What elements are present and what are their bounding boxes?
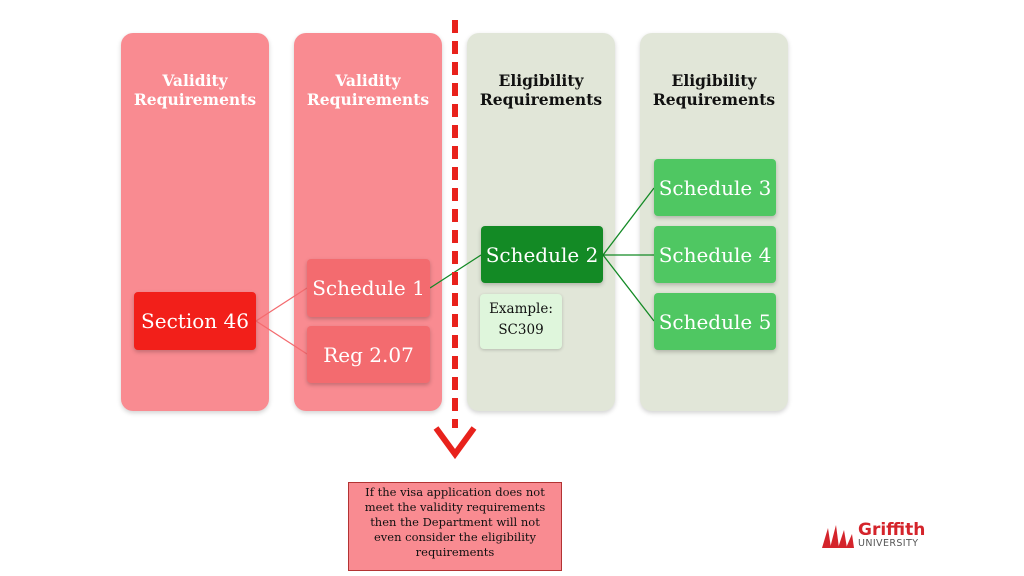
divider-arrow-head xyxy=(433,426,477,460)
column-title: Eligibility Requirements xyxy=(640,71,788,109)
note-box: If the visa application does not meet th… xyxy=(348,482,562,571)
schedule-3-node: Schedule 3 xyxy=(654,159,776,216)
griffith-logo: Griffith UNIVERSITY xyxy=(820,520,926,550)
logo-subtitle: UNIVERSITY xyxy=(858,538,919,549)
logo-wordmark: Griffith xyxy=(858,520,926,540)
column-title-line1: Eligibility xyxy=(671,71,757,90)
example-box: Example: SC309 xyxy=(480,294,562,349)
section-46-node: Section 46 xyxy=(134,292,256,350)
column-title-line1: Validity xyxy=(162,71,228,90)
note-line: requirements xyxy=(415,545,495,559)
column-title-line2: Requirements xyxy=(652,90,776,109)
column-title: Validity Requirements xyxy=(294,71,442,109)
link-schedule2-schedule5 xyxy=(602,254,655,322)
note-line: then the Department will not xyxy=(370,515,540,529)
reg-2-07-node: Reg 2.07 xyxy=(307,326,430,383)
note-line: If the visa application does not xyxy=(365,485,545,499)
column-title-line1: Validity xyxy=(335,71,401,90)
link-section46-reg207 xyxy=(255,320,308,355)
note-line: meet the validity requirements xyxy=(364,500,546,514)
example-value: SC309 xyxy=(498,322,544,338)
schedule-2-node: Schedule 2 xyxy=(481,226,603,283)
link-schedule1-schedule2 xyxy=(429,254,482,289)
column-title-line1: Eligibility xyxy=(498,71,584,90)
column-title: Eligibility Requirements xyxy=(467,71,615,109)
column-title: Validity Requirements xyxy=(121,71,269,109)
column-title-line2: Requirements xyxy=(479,90,603,109)
griffith-emblem-icon xyxy=(822,525,854,548)
schedule-4-node: Schedule 4 xyxy=(654,226,776,283)
example-label: Example: xyxy=(489,301,553,317)
link-section46-schedule1 xyxy=(255,287,308,322)
schedule-1-node: Schedule 1 xyxy=(307,259,430,317)
note-line: even consider the eligibility xyxy=(373,530,537,544)
link-schedule2-schedule3 xyxy=(602,187,655,256)
column-title-line2: Requirements xyxy=(133,90,257,109)
schedule-5-node: Schedule 5 xyxy=(654,293,776,350)
column-title-line2: Requirements xyxy=(306,90,430,109)
